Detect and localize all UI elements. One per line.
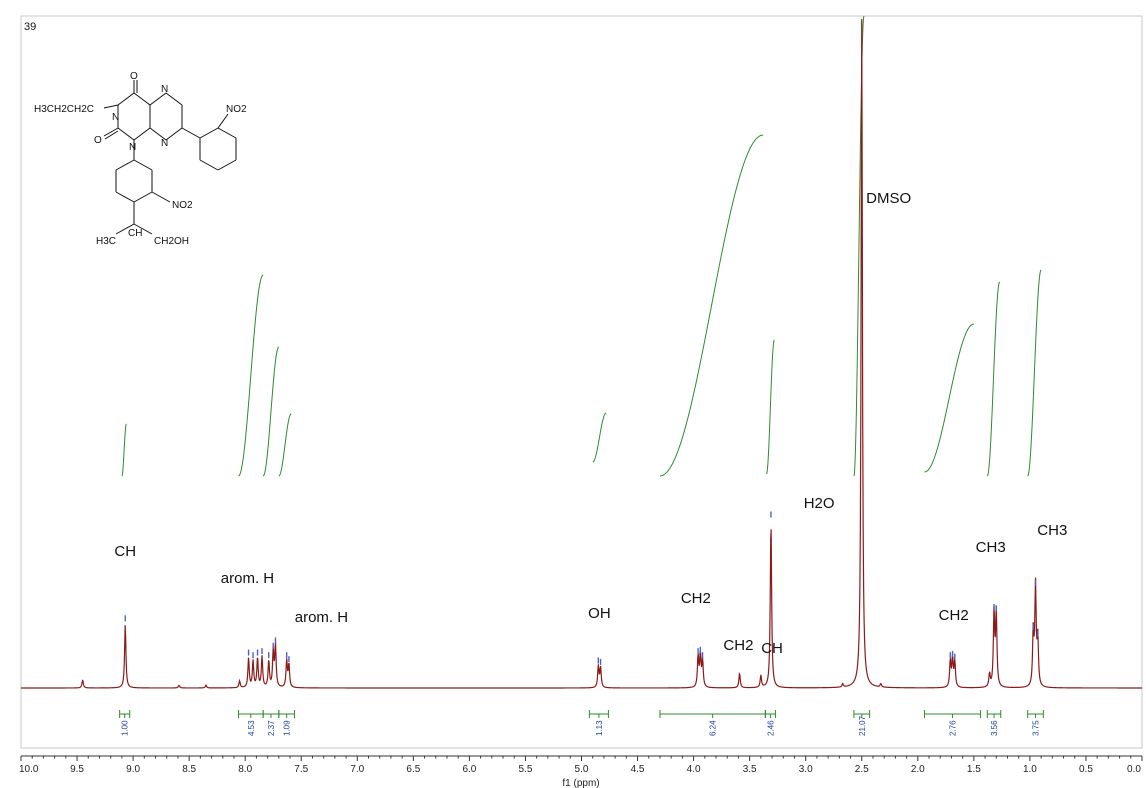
integral-value: 1.13 [595,720,604,736]
integral-value: 4.53 [247,720,256,736]
side-chain-ch2oh: CH2OH [154,236,189,247]
x-tick-label: 6.0 [462,764,476,775]
x-tick-label: 2.5 [855,764,869,775]
x-tick-label: 3.0 [799,764,813,775]
integral-curve [659,134,764,477]
side-chain-h3c: H3C [96,236,116,247]
carbonyl-o-left: O [94,135,102,146]
peak-annotation: DMSO [866,190,911,207]
integral-curve [924,323,974,473]
integral-value: 3.75 [1032,720,1041,736]
integral-value: 21.07 [858,715,867,736]
peak-annotation: CH [761,640,783,657]
integral-curve [238,274,264,477]
x-tick-label: 7.5 [294,764,308,775]
n-ring-bottom: N [129,142,136,153]
n-ring-right: N [161,138,168,149]
peak-annotation: arom. H [295,609,348,626]
propyl-label: H3CH2CH2C [34,104,94,115]
n-left-label: N [112,112,119,123]
plot-frame [20,15,1143,749]
integral-curve [121,423,127,477]
n-ring-top: N [161,84,168,95]
integral-value: 2.37 [267,720,276,736]
integral-curve [766,339,775,475]
x-tick-label: 6.5 [406,764,420,775]
spectrum-layer [21,18,1142,689]
integral-curve [1027,269,1042,477]
integral-curve [278,413,292,477]
x-tick-label: 4.5 [631,764,645,775]
x-tick-label: 8.0 [238,764,252,775]
x-tick-label: 0.0 [1127,764,1141,775]
peak-markers [124,511,1039,665]
peak-annotation: CH2 [681,590,711,607]
compound-label: 39 [24,21,36,33]
spectrum-line [21,18,1142,689]
integral-value: 3.56 [990,720,999,736]
peak-annotation: CH3 [976,539,1006,556]
peak-annotation: OH [588,605,611,622]
x-tick-label: 1.0 [1023,764,1037,775]
x-tick-label: 2.0 [911,764,925,775]
chemical-structure: H3CH2CH2C N O O N N N NO2 NO2 H3C CH CH2… [34,71,247,247]
carbonyl-o-top: O [130,71,138,82]
integral-curves [121,15,1042,477]
integral-value: 1.09 [283,720,292,736]
x-tick-label: 3.5 [743,764,757,775]
x-tick-label: 1.5 [967,764,981,775]
integral-curve [592,412,607,463]
x-tick-label: 5.0 [575,764,589,775]
x-tick-label: 10.0 [19,764,39,775]
x-tick-label: 8.5 [182,764,196,775]
peak-annotation: CH2 [723,637,753,654]
x-tick-label: 4.0 [687,764,701,775]
peak-annotation: CH3 [1037,522,1067,539]
side-chain-ch: CH [128,228,142,239]
x-tick-label: 5.5 [518,764,532,775]
peak-annotation: CH2 [939,607,969,624]
integral-curve [986,281,1000,477]
integral-value: 2.76 [949,720,958,736]
peak-annotation: H2O [804,495,835,512]
integral-bars: 1.00 4.53 2.37 1.09 1.13 6.24 2.46 21.07 2.76 3.5… [119,710,1044,736]
x-axis-ticks: 10.0 9.5 9.0 8.5 8.0 7.5 7.0 6.5 6.0 5.5 5.0 4.5 4.0… [19,756,1143,775]
peak-annotation: arom. H [221,570,274,587]
integral-value: 2.46 [766,720,775,736]
integral-value: 6.24 [709,720,718,736]
integral-curve [262,346,280,477]
x-tick-label: 7.0 [350,764,364,775]
x-axis-label: f1 (ppm) [562,778,599,788]
integral-value: 1.00 [121,720,130,736]
nitro-mid-label: NO2 [172,200,193,211]
x-tick-label: 0.5 [1079,764,1093,775]
x-tick-label: 9.5 [70,764,84,775]
x-tick-label: 9.0 [126,764,140,775]
peak-annotation: CH [114,543,136,560]
nitro-top-label: NO2 [226,104,247,115]
